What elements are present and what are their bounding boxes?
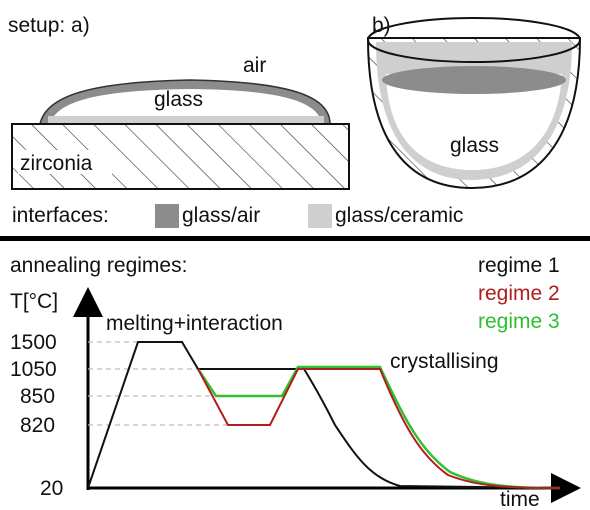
ytick-20: 20 bbox=[40, 477, 63, 500]
series-regime-2 bbox=[197, 368, 561, 489]
glass-label-b: glass bbox=[450, 134, 499, 157]
ytick-1500: 1500 bbox=[10, 331, 57, 354]
ytick-1050: 1050 bbox=[10, 358, 57, 381]
legend-regime-2: regime 2 bbox=[478, 282, 560, 305]
section-divider bbox=[0, 236, 590, 241]
glass-air-swatch bbox=[155, 204, 179, 228]
glass-ceramic-layer bbox=[48, 116, 324, 125]
glass-drop-interior bbox=[50, 89, 322, 124]
crucible-glass bbox=[386, 74, 562, 170]
melting-annotation: melting+interaction bbox=[106, 312, 283, 335]
crystallising-annotation: crystallising bbox=[390, 350, 499, 373]
crucible-glass-air-surface bbox=[382, 66, 566, 94]
crucible-rim bbox=[367, 17, 581, 63]
interfaces-heading: interfaces: bbox=[12, 204, 109, 227]
glass-ceramic-swatch bbox=[308, 204, 332, 228]
ytick-820: 820 bbox=[20, 414, 55, 437]
zirconia-label: zirconia bbox=[20, 152, 93, 175]
setup-label-b: b) bbox=[372, 14, 391, 37]
series-regime-3 bbox=[196, 365, 561, 490]
zirconia-label-bg bbox=[18, 150, 112, 174]
setup-heading: setup: a) bbox=[8, 14, 90, 37]
x-axis-label: time bbox=[500, 488, 540, 510]
legend-regime-3: regime 3 bbox=[478, 310, 560, 333]
annealing-heading: annealing regimes: bbox=[10, 254, 187, 277]
glass-label-a: glass bbox=[154, 88, 203, 111]
glass-ceramic-label: glass/ceramic bbox=[335, 204, 463, 227]
air-label: air bbox=[243, 54, 266, 77]
ytick-850: 850 bbox=[20, 385, 55, 408]
y-axis-label: T[°C] bbox=[10, 290, 58, 313]
legend-regime-1: regime 1 bbox=[478, 254, 560, 277]
glass-air-label: glass/air bbox=[182, 204, 260, 227]
